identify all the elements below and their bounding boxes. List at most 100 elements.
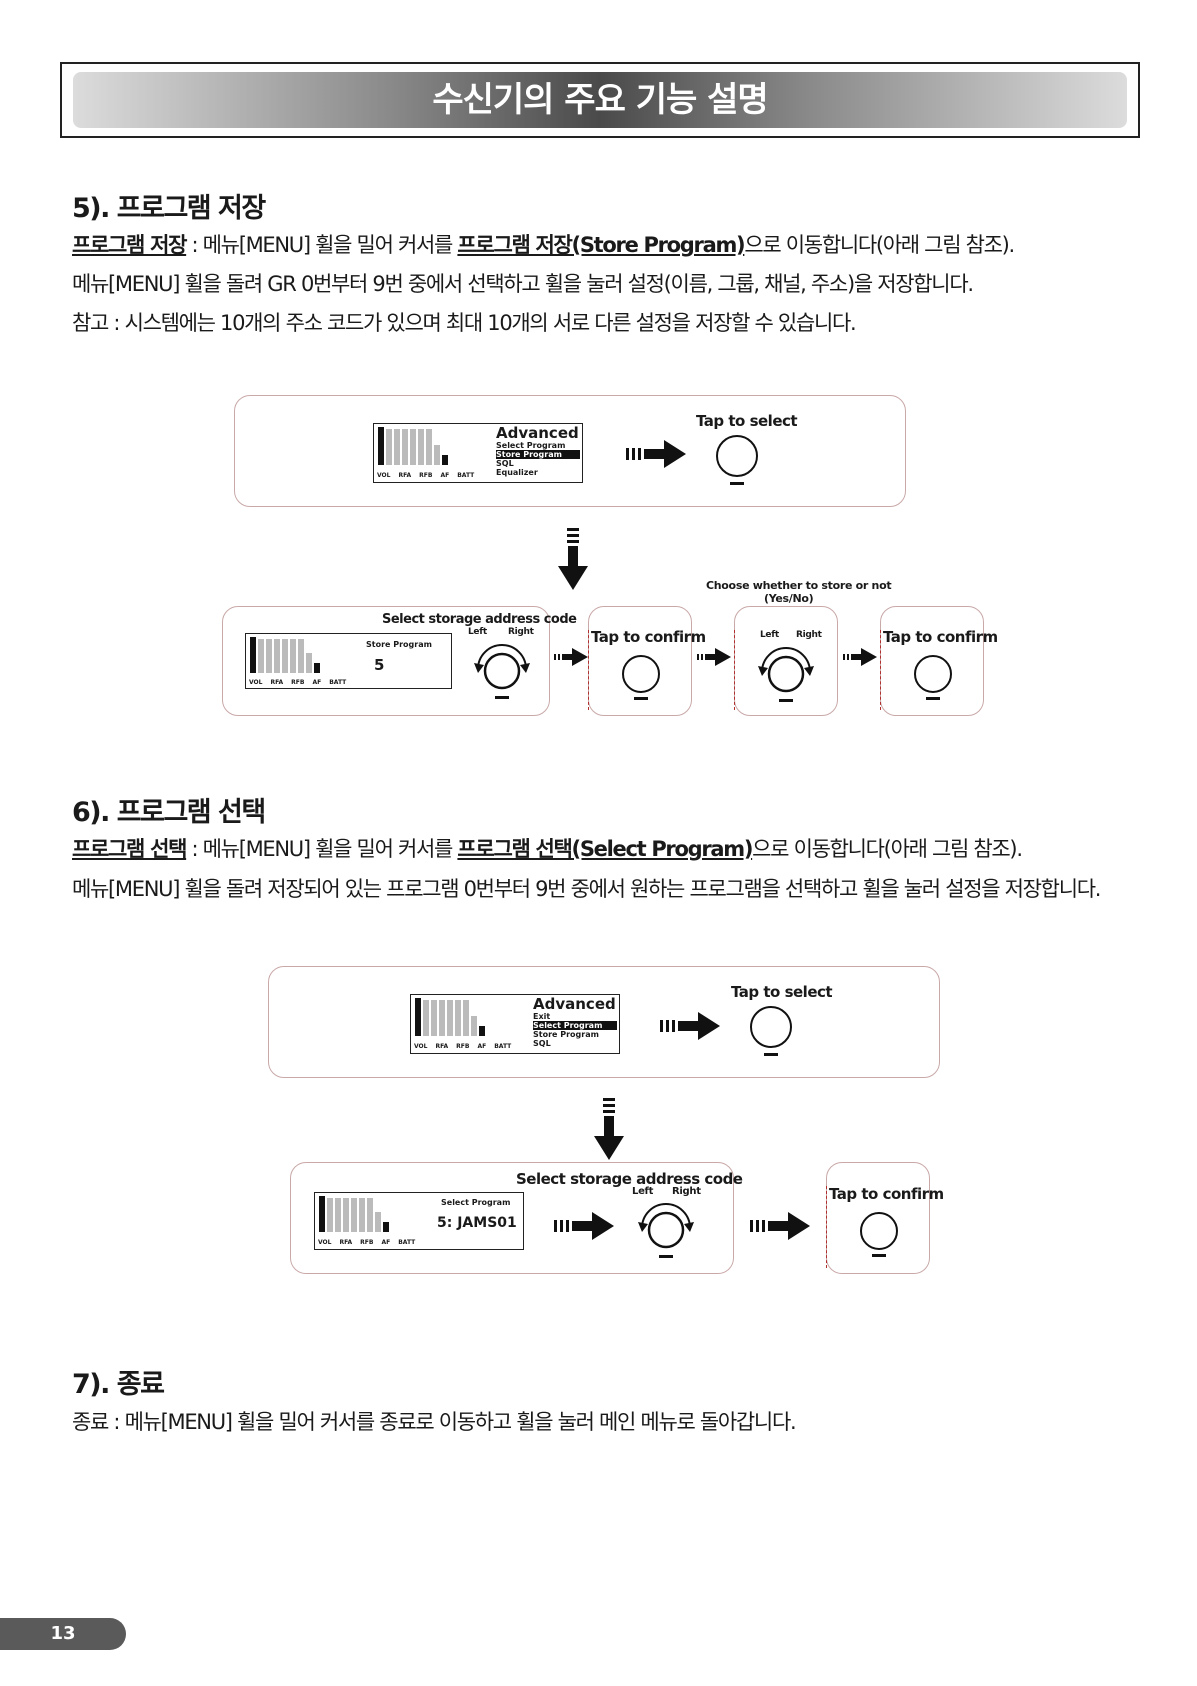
- page-title: 수신기의 주요 기능 설명: [432, 80, 768, 120]
- section-5-title: 5). 프로그램 저장: [72, 186, 266, 225]
- right-label: Right: [672, 1186, 701, 1197]
- menu-item-selected: Store Program: [496, 450, 580, 459]
- arrow-down-icon: [558, 528, 588, 590]
- lcd-label-vol: VOL: [318, 1239, 332, 1246]
- text: : 메뉴[MENU] 휠을 밀어 커서를: [186, 837, 458, 861]
- arrow-right-icon: [843, 648, 877, 666]
- lcd-label-rfb: RFB: [360, 1239, 374, 1246]
- dashed-divider: [588, 630, 589, 710]
- section-7-title-text: 7). 종료: [72, 1369, 165, 1400]
- section-6-line-2: 메뉴[MENU] 휠을 돌려 저장되어 있는 프로그램 0번부터 9번 중에서 …: [72, 877, 1101, 901]
- menu-list: Advanced Select Program Store Program SQ…: [496, 426, 580, 477]
- lcd-label-rfa: RFA: [398, 472, 412, 479]
- page-number: 13: [0, 1618, 126, 1650]
- arrow-right-icon: [750, 1212, 810, 1240]
- lcd-labels: VOL RFA RFB AF BATT: [318, 1239, 415, 1246]
- rotate-arrows-icon: [638, 1203, 694, 1249]
- section-7-line-1: 종료 : 메뉴[MENU] 휠을 밀어 커서를 종료로 이동하고 휠을 눌러 메…: [72, 1410, 797, 1434]
- menu-wheel-knob: [622, 655, 660, 693]
- menu-item: Store Program: [533, 1030, 599, 1039]
- rotate-arrows-icon: [758, 647, 814, 693]
- dashed-divider: [880, 630, 881, 710]
- lcd-label-batt: BATT: [398, 1239, 416, 1246]
- right-label: Right: [796, 630, 822, 640]
- menu-title: Advanced: [533, 995, 616, 1013]
- dashed-divider: [734, 630, 735, 710]
- lcd-meters: [415, 998, 485, 1036]
- knob-tick: [764, 1053, 778, 1056]
- tap-to-select-label: Tap to select: [696, 412, 798, 430]
- lcd-meters: [250, 637, 320, 673]
- left-label: Left: [468, 627, 487, 637]
- menu-title: Advanced: [496, 424, 579, 442]
- knob-tick: [872, 1254, 886, 1257]
- menu-list: Advanced Exit Select Program Store Progr…: [533, 997, 617, 1048]
- knob-tick: [730, 482, 744, 485]
- arrow-right-icon: [660, 1012, 720, 1040]
- arrow-right-icon: [554, 1212, 614, 1240]
- tap-to-confirm-label: Tap to confirm: [591, 628, 706, 646]
- store-program-caption: Store Program: [366, 640, 432, 649]
- lcd-label-rfa: RFA: [270, 679, 284, 686]
- lcd-label-af: AF: [312, 679, 322, 686]
- section-5-line-1: 프로그램 저장 : 메뉴[MENU] 휠을 밀어 커서를 프로그램 저장(Sto…: [72, 229, 1015, 259]
- tap-to-confirm-label: Tap to confirm: [883, 628, 998, 646]
- arrow-right-icon: [697, 648, 731, 666]
- lcd-meters: [319, 1196, 389, 1232]
- menu-wheel-knob: [750, 1006, 792, 1048]
- select-code-label: Select storage address code: [382, 612, 577, 627]
- select-program-caption: Select Program: [441, 1198, 511, 1207]
- knob-tick: [926, 697, 940, 700]
- dashed-divider: [826, 1186, 827, 1268]
- lcd-label-rfb: RFB: [419, 472, 433, 479]
- menu-item: Exit: [533, 1012, 551, 1021]
- store-program-label: 프로그램 저장: [72, 233, 187, 257]
- lcd-label-rfb: RFB: [291, 679, 305, 686]
- lcd-label-rfa: RFA: [339, 1239, 353, 1246]
- lcd-label-vol: VOL: [414, 1043, 428, 1050]
- lcd-label-vol: VOL: [249, 679, 263, 686]
- text: 으로 이동합니다(아래 그림 참조).: [752, 837, 1023, 861]
- right-label: Right: [508, 627, 534, 637]
- menu-item: SQL: [496, 459, 514, 468]
- lcd-label-batt: BATT: [457, 472, 475, 479]
- left-label: Left: [760, 630, 779, 640]
- menu-wheel-knob: [716, 435, 758, 477]
- section-5-title-text: 5). 프로그램 저장: [72, 193, 266, 224]
- tap-to-select-label: Tap to select: [731, 983, 833, 1001]
- select-code-label: Select storage address code: [516, 1170, 743, 1188]
- lcd-label-rfb: RFB: [456, 1043, 470, 1050]
- menu-wheel-knob: [860, 1212, 898, 1250]
- choose-label: Choose whether to store or not: [706, 579, 892, 592]
- lcd-label-rfa: RFA: [435, 1043, 449, 1050]
- menu-item: SQL: [533, 1039, 551, 1048]
- section-6-title: 6). 프로그램 선택: [72, 790, 266, 829]
- arrow-right-icon: [626, 440, 686, 468]
- store-value: 5: [374, 656, 385, 674]
- arrow-down-icon: [594, 1098, 624, 1160]
- tap-to-confirm-label: Tap to confirm: [829, 1185, 944, 1203]
- left-label: Left: [632, 1186, 654, 1197]
- section-5-line-3: 참고 : 시스템에는 10개의 주소 코드가 있으며 최대 10개의 서로 다른…: [72, 311, 857, 335]
- yes-no-label: (Yes/No): [764, 592, 814, 605]
- section-7-title: 7). 종료: [72, 1362, 165, 1401]
- menu-item: Select Program: [496, 441, 566, 450]
- text: : 메뉴[MENU] 휠을 밀어 커서를: [186, 233, 458, 257]
- knob-tick: [634, 697, 648, 700]
- knob-tick: [495, 696, 509, 699]
- select-program-target: 프로그램 선택(Select Program): [457, 837, 753, 861]
- arrow-right-icon: [554, 648, 588, 666]
- lcd-label-batt: BATT: [494, 1043, 512, 1050]
- section-6-line-1: 프로그램 선택 : 메뉴[MENU] 휠을 밀어 커서를 프로그램 선택(Sel…: [72, 833, 1023, 863]
- knob-tick: [779, 699, 793, 702]
- lcd-label-af: AF: [381, 1239, 391, 1246]
- menu-item-selected: Select Program: [533, 1021, 617, 1030]
- header-frame: [60, 62, 1140, 138]
